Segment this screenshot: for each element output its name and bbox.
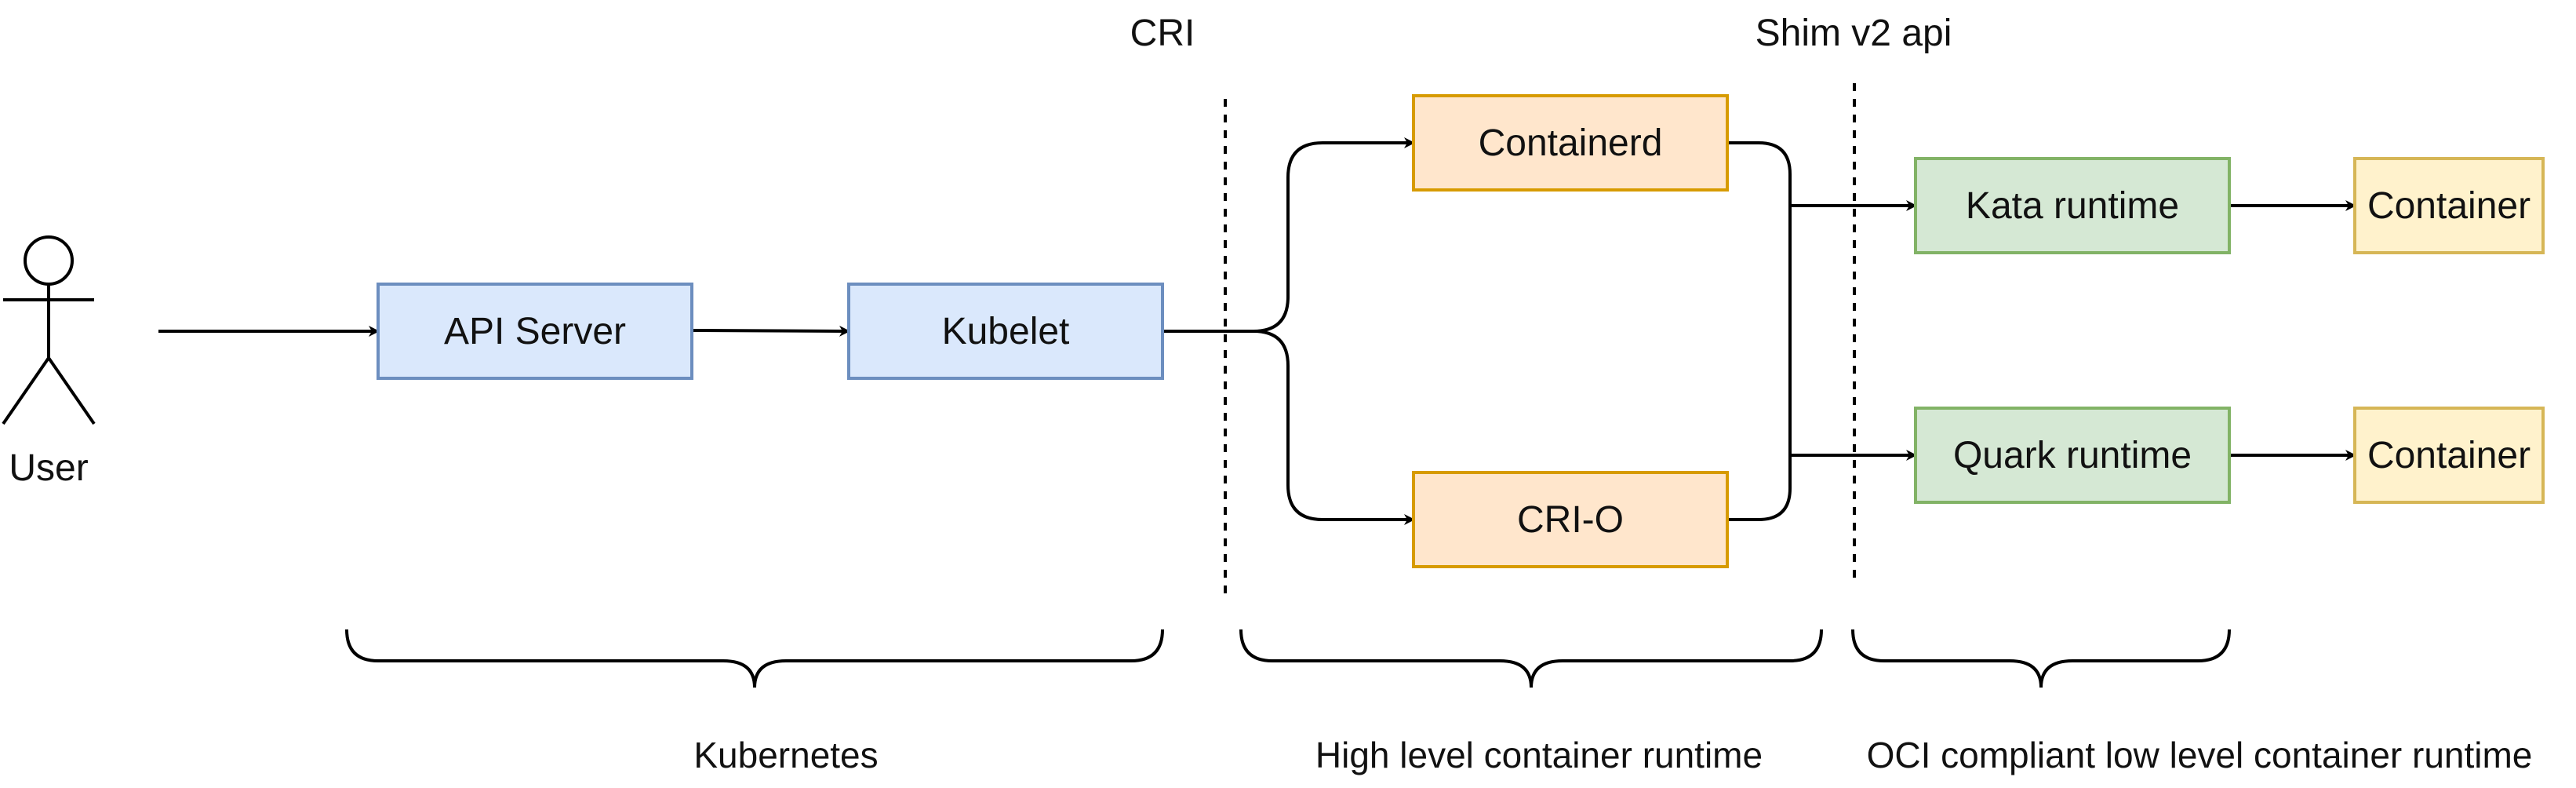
low-level-group-label: OCI compliant low level container runtim… <box>1867 735 2533 775</box>
api-server-box: API Server <box>377 283 693 380</box>
api-server-label: API Server <box>444 311 626 352</box>
container-top-label: Container <box>2367 185 2531 227</box>
cri-label: CRI <box>1130 13 1195 54</box>
kubelet-to-crio-arrow <box>1162 330 1415 525</box>
containerd-bus-line <box>1727 141 1792 521</box>
crio-box: CRI-O <box>1412 471 1729 568</box>
user-label: User <box>9 447 88 489</box>
containerd-label: Containerd <box>1479 122 1663 164</box>
high-level-group-label: High level container runtime <box>1315 735 1763 775</box>
container-top-box: Container <box>2353 157 2545 254</box>
kubernetes-group-label: Kubernetes <box>693 735 878 775</box>
quark-runtime-label: Quark runtime <box>1953 435 2192 476</box>
kata-runtime-box: Kata runtime <box>1914 157 2231 254</box>
container-bottom-label: Container <box>2367 435 2531 476</box>
shim-api-label: Shim v2 api <box>1756 13 1952 54</box>
kubernetes-brace <box>345 629 1164 688</box>
kubelet-to-containerd-arrow <box>1162 137 1415 333</box>
high-level-brace <box>1239 629 1823 688</box>
kubelet-label: Kubelet <box>942 311 1070 352</box>
low-level-brace <box>1851 629 2231 688</box>
containerd-box: Containerd <box>1412 94 1729 192</box>
kubelet-box: Kubelet <box>847 283 1164 380</box>
api-to-kubelet-arrow <box>691 325 850 337</box>
crio-label: CRI-O <box>1517 499 1624 541</box>
quark-runtime-box: Quark runtime <box>1914 407 2231 504</box>
container-bottom-box: Container <box>2353 407 2545 504</box>
kata-runtime-label: Kata runtime <box>1966 185 2179 227</box>
user-actor-icon <box>2 235 96 425</box>
